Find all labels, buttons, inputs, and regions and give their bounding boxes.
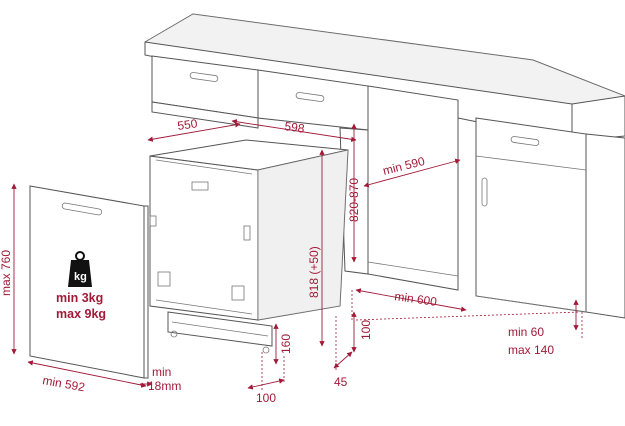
door-thickness-value: 18mm xyxy=(148,379,181,393)
door-width-label: min 592 xyxy=(41,373,86,394)
plinth-depth-label: min 600 xyxy=(394,289,439,309)
door-height-label: max 760 xyxy=(0,250,13,296)
foot-depth-label: 100 xyxy=(256,391,276,405)
plinth-height-label: 100 xyxy=(359,320,373,340)
dishwasher xyxy=(149,139,349,354)
kg-weight-icon: kg xyxy=(68,251,92,287)
plinth-recess-label: 45 xyxy=(334,375,348,389)
kg-icon-label: kg xyxy=(74,271,87,283)
width-label: 598 xyxy=(284,119,306,136)
depth-label: 550 xyxy=(176,116,198,133)
right-cabinet xyxy=(475,117,625,319)
door-weight-max: max 9kg xyxy=(56,307,106,321)
foot-height-label: 160 xyxy=(279,334,293,354)
door-thickness-prefix: min xyxy=(152,365,171,379)
side-gap-max-label: max 140 xyxy=(508,343,554,357)
door-weight-min: min 3kg xyxy=(56,291,103,305)
appliance-height-label: 818 (+50) xyxy=(307,246,321,298)
niche-height-label: 820-870 xyxy=(347,178,361,222)
countertop xyxy=(144,13,625,142)
side-gap-min-label: min 60 xyxy=(508,325,544,339)
dimension-lines xyxy=(11,119,583,390)
